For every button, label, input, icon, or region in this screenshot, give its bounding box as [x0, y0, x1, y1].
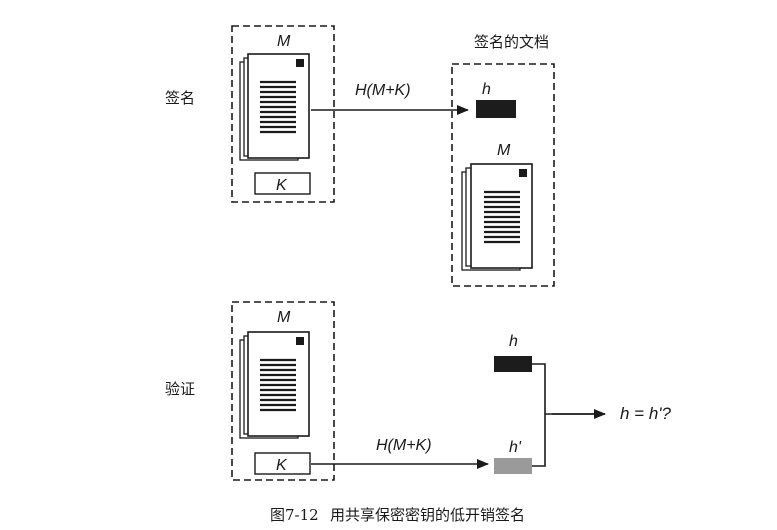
verify-hash-prime-block — [494, 458, 532, 474]
verify-message-label: M — [277, 309, 291, 326]
signed-hash-label: h — [482, 81, 491, 98]
sign-input-dashed-box — [231, 25, 335, 203]
verify-key-label: K — [276, 457, 288, 474]
sign-message-label: M — [277, 33, 291, 50]
signed-hash-block — [476, 100, 516, 118]
signed-message-document-icon — [461, 163, 533, 271]
verify-message-document-icon — [239, 331, 310, 439]
sign-label: 签名 — [165, 89, 195, 107]
sign-key-label: K — [276, 177, 288, 194]
signed-document-dashed-box — [451, 63, 555, 287]
signed-document-label: 签名的文档 — [474, 33, 549, 51]
verify-key-box — [254, 452, 311, 475]
verify-hash-function-label: H(M+K) — [376, 437, 432, 454]
verify-hash-label: h — [509, 333, 518, 350]
compare-result-label: h = h'? — [620, 404, 672, 423]
compare-bracket-connector — [532, 363, 552, 467]
figure-caption: 用共享保密密钥的低开销签名 — [330, 506, 525, 524]
sign-hash-function-label: H(M+K) — [355, 82, 411, 99]
sign-key-box — [254, 172, 311, 195]
signed-message-label: M — [497, 142, 511, 159]
verify-hash-prime-label: h' — [509, 439, 522, 456]
verify-hash-block — [494, 356, 532, 372]
verify-input-dashed-box — [231, 301, 335, 481]
verify-label: 验证 — [165, 380, 195, 398]
figure-number: 图7-12 — [270, 506, 319, 524]
sign-message-document-icon — [239, 53, 310, 161]
